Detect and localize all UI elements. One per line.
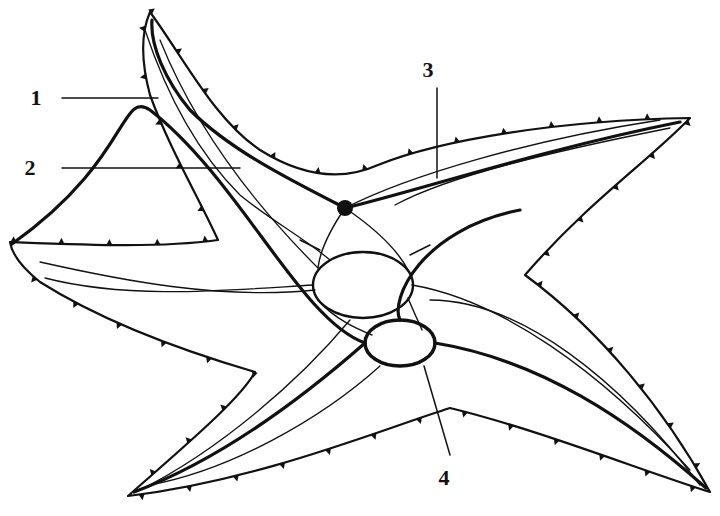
arm-line (140, 320, 350, 490)
spine (176, 163, 183, 168)
radial-nerve (435, 343, 706, 488)
spine (139, 494, 145, 500)
spine (140, 74, 146, 80)
spine (161, 341, 167, 348)
spine (554, 439, 560, 446)
spine (690, 486, 696, 493)
spine (371, 433, 377, 440)
spine (202, 88, 209, 94)
spine (155, 119, 162, 125)
spine (233, 475, 239, 482)
spines (10, 8, 700, 500)
spine (462, 411, 468, 418)
leader-line (62, 167, 240, 169)
spine (596, 116, 602, 122)
spine (31, 276, 37, 282)
arm-line (145, 30, 330, 260)
nerve-line (300, 208, 430, 335)
spine (573, 312, 579, 318)
spine (362, 164, 368, 171)
spine (58, 238, 64, 244)
spine (197, 206, 204, 211)
radial-nerve (345, 122, 680, 208)
spine (148, 8, 155, 14)
spine (508, 424, 514, 431)
spine (408, 148, 414, 155)
radial-nerve (134, 343, 365, 492)
leader-line (62, 97, 158, 99)
spine (202, 236, 208, 242)
leader-line (424, 366, 450, 455)
spine (454, 136, 460, 142)
spine (279, 462, 285, 469)
leader-line (436, 88, 438, 178)
radial-nerve (152, 20, 345, 208)
spine (684, 120, 690, 126)
spine (325, 448, 331, 455)
spine (206, 357, 212, 364)
thin-nerve (45, 40, 690, 485)
spine (186, 486, 192, 492)
spine (501, 128, 507, 134)
spine (649, 152, 655, 158)
spine (150, 469, 156, 475)
spine (536, 281, 542, 288)
spine (607, 347, 613, 353)
spine (175, 48, 182, 54)
spine (638, 384, 645, 390)
spine (613, 184, 619, 190)
spine (10, 236, 16, 242)
spine (252, 371, 258, 378)
body-outline (10, 12, 710, 496)
spine (645, 470, 651, 477)
spine (667, 422, 674, 428)
nerve-ring (365, 320, 435, 366)
spine (577, 216, 583, 222)
radial-nerve (398, 210, 520, 320)
spine (220, 404, 226, 410)
nerve-ganglion (337, 200, 353, 216)
spine (73, 301, 78, 308)
callout-number: 2 (25, 157, 36, 179)
callout-number: 1 (31, 87, 42, 109)
spine (416, 417, 422, 424)
arm-line (430, 300, 700, 485)
callout-number: 4 (439, 467, 450, 489)
spine (543, 250, 549, 256)
spine (154, 239, 160, 245)
spine (693, 463, 700, 469)
spine (315, 167, 321, 173)
spine (232, 124, 238, 130)
spine (644, 113, 650, 119)
radial-nerve (12, 107, 365, 343)
spine (186, 437, 192, 443)
spine (549, 121, 555, 127)
spine (270, 152, 275, 159)
spine (139, 26, 145, 32)
callout-number: 3 (423, 59, 434, 81)
spine (106, 239, 112, 245)
spine (117, 322, 122, 329)
spine (599, 454, 605, 461)
